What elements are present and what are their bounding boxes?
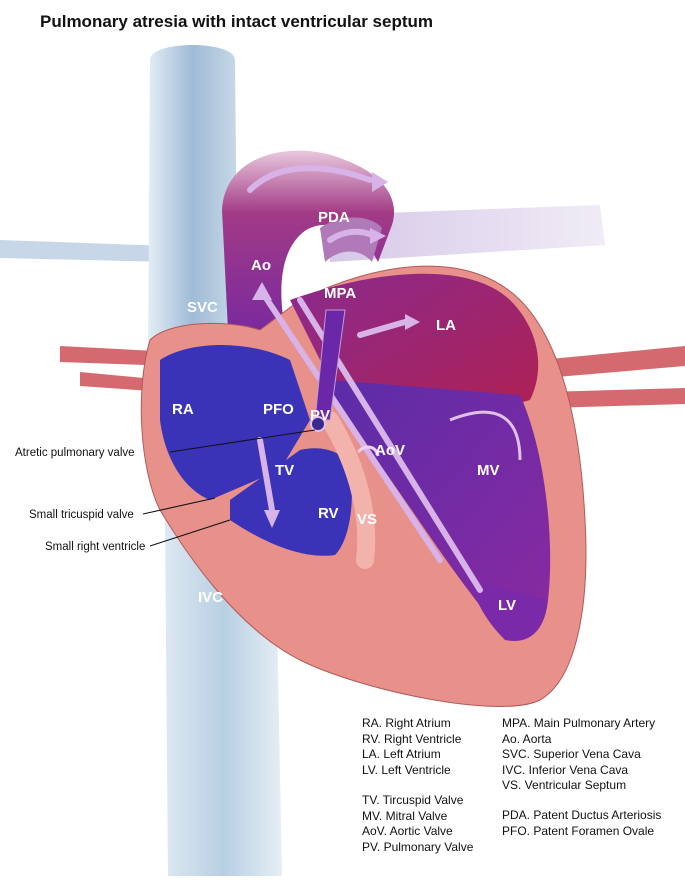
legend-item: MV. Mitral Valve xyxy=(362,808,448,823)
legend-item: AoV. Aortic Valve xyxy=(362,824,453,838)
legend-item: RA. Right Atrium xyxy=(362,716,451,730)
legend-item: IVC. Inferior Vena Cava xyxy=(502,762,629,777)
legend-item: RV. Right Ventricle xyxy=(362,731,462,746)
label-ivc: IVC xyxy=(198,589,223,606)
label-aov: AoV xyxy=(375,442,405,459)
pulmonary-branch-right xyxy=(330,205,605,262)
label-mv: MV xyxy=(477,462,500,479)
label-ao: Ao xyxy=(251,257,271,274)
legend-item: PFO. Patent Foramen Ovale xyxy=(502,823,655,838)
annotation-small-tricuspid-valve: Small tricuspid valve xyxy=(29,509,134,521)
legend-item: LA. Left Atrium xyxy=(362,747,441,761)
label-rv: RV xyxy=(318,505,339,522)
right-ventricle xyxy=(230,448,352,556)
left-vessel-upper xyxy=(0,240,170,262)
label-la: LA xyxy=(436,317,456,334)
label-pfo: PFO xyxy=(263,401,294,418)
label-pv: PV xyxy=(310,407,330,424)
left-ventricle xyxy=(330,380,551,636)
lv-apex xyxy=(470,580,548,641)
legend-item: PV. Pulmonary Valve xyxy=(362,839,474,854)
label-lv: LV xyxy=(498,597,516,614)
legend-item: TV. Tircuspid Valve xyxy=(362,793,464,807)
svc-vessel xyxy=(148,45,238,360)
pulmonary-valve xyxy=(310,416,326,432)
mpa-tube xyxy=(314,309,346,421)
annotation-atretic-pulmonary-valve: Atretic pulmonary valve xyxy=(15,447,135,459)
legend-item: MPA. Main Pulmonary Artery xyxy=(502,716,656,730)
legend-col2-group2: PDA. Patent Ductus Arteriosis PFO. Paten… xyxy=(502,808,661,839)
label-vs: VS xyxy=(357,511,377,528)
legend-item: LV. Left Ventricle xyxy=(362,762,451,777)
right-vessel-red-2 xyxy=(545,388,685,408)
annotation-leaders xyxy=(142,429,316,547)
annotation-small-right-ventricle: Small right ventricle xyxy=(45,541,145,553)
legend-item: PDA. Patent Ductus Arteriosis xyxy=(502,808,662,822)
right-atrium xyxy=(160,345,310,500)
legend-item: VS. Ventricular Septum xyxy=(502,778,627,792)
label-pda: PDA xyxy=(318,209,350,226)
legend-item: SVC. Superior Vena Cava xyxy=(502,747,641,761)
legend-col1-group1: RA. Right Atrium RV. Right Ventricle LA.… xyxy=(362,716,461,778)
legend-col2-group1: MPA. Main Pulmonary Artery Ao. Aorta SVC… xyxy=(502,716,655,794)
right-vessel-red-1 xyxy=(540,346,685,378)
label-svc: SVC xyxy=(187,299,218,316)
label-mpa: MPA xyxy=(324,285,356,302)
legend-item: Ao. Aorta xyxy=(502,731,552,746)
aorta xyxy=(222,150,395,330)
legend-col1-group2: TV. Tircuspid Valve MV. Mitral Valve AoV… xyxy=(362,793,473,855)
pda-duct xyxy=(320,217,382,262)
diagram-title: Pulmonary atresia with intact ventricula… xyxy=(40,12,434,31)
flow-arrowheads xyxy=(252,172,420,528)
ventricular-septum xyxy=(321,411,376,569)
label-ra: RA xyxy=(172,401,194,418)
aortic-valve xyxy=(356,445,380,457)
label-tv: TV xyxy=(275,462,294,479)
mitral-valve xyxy=(449,410,522,461)
